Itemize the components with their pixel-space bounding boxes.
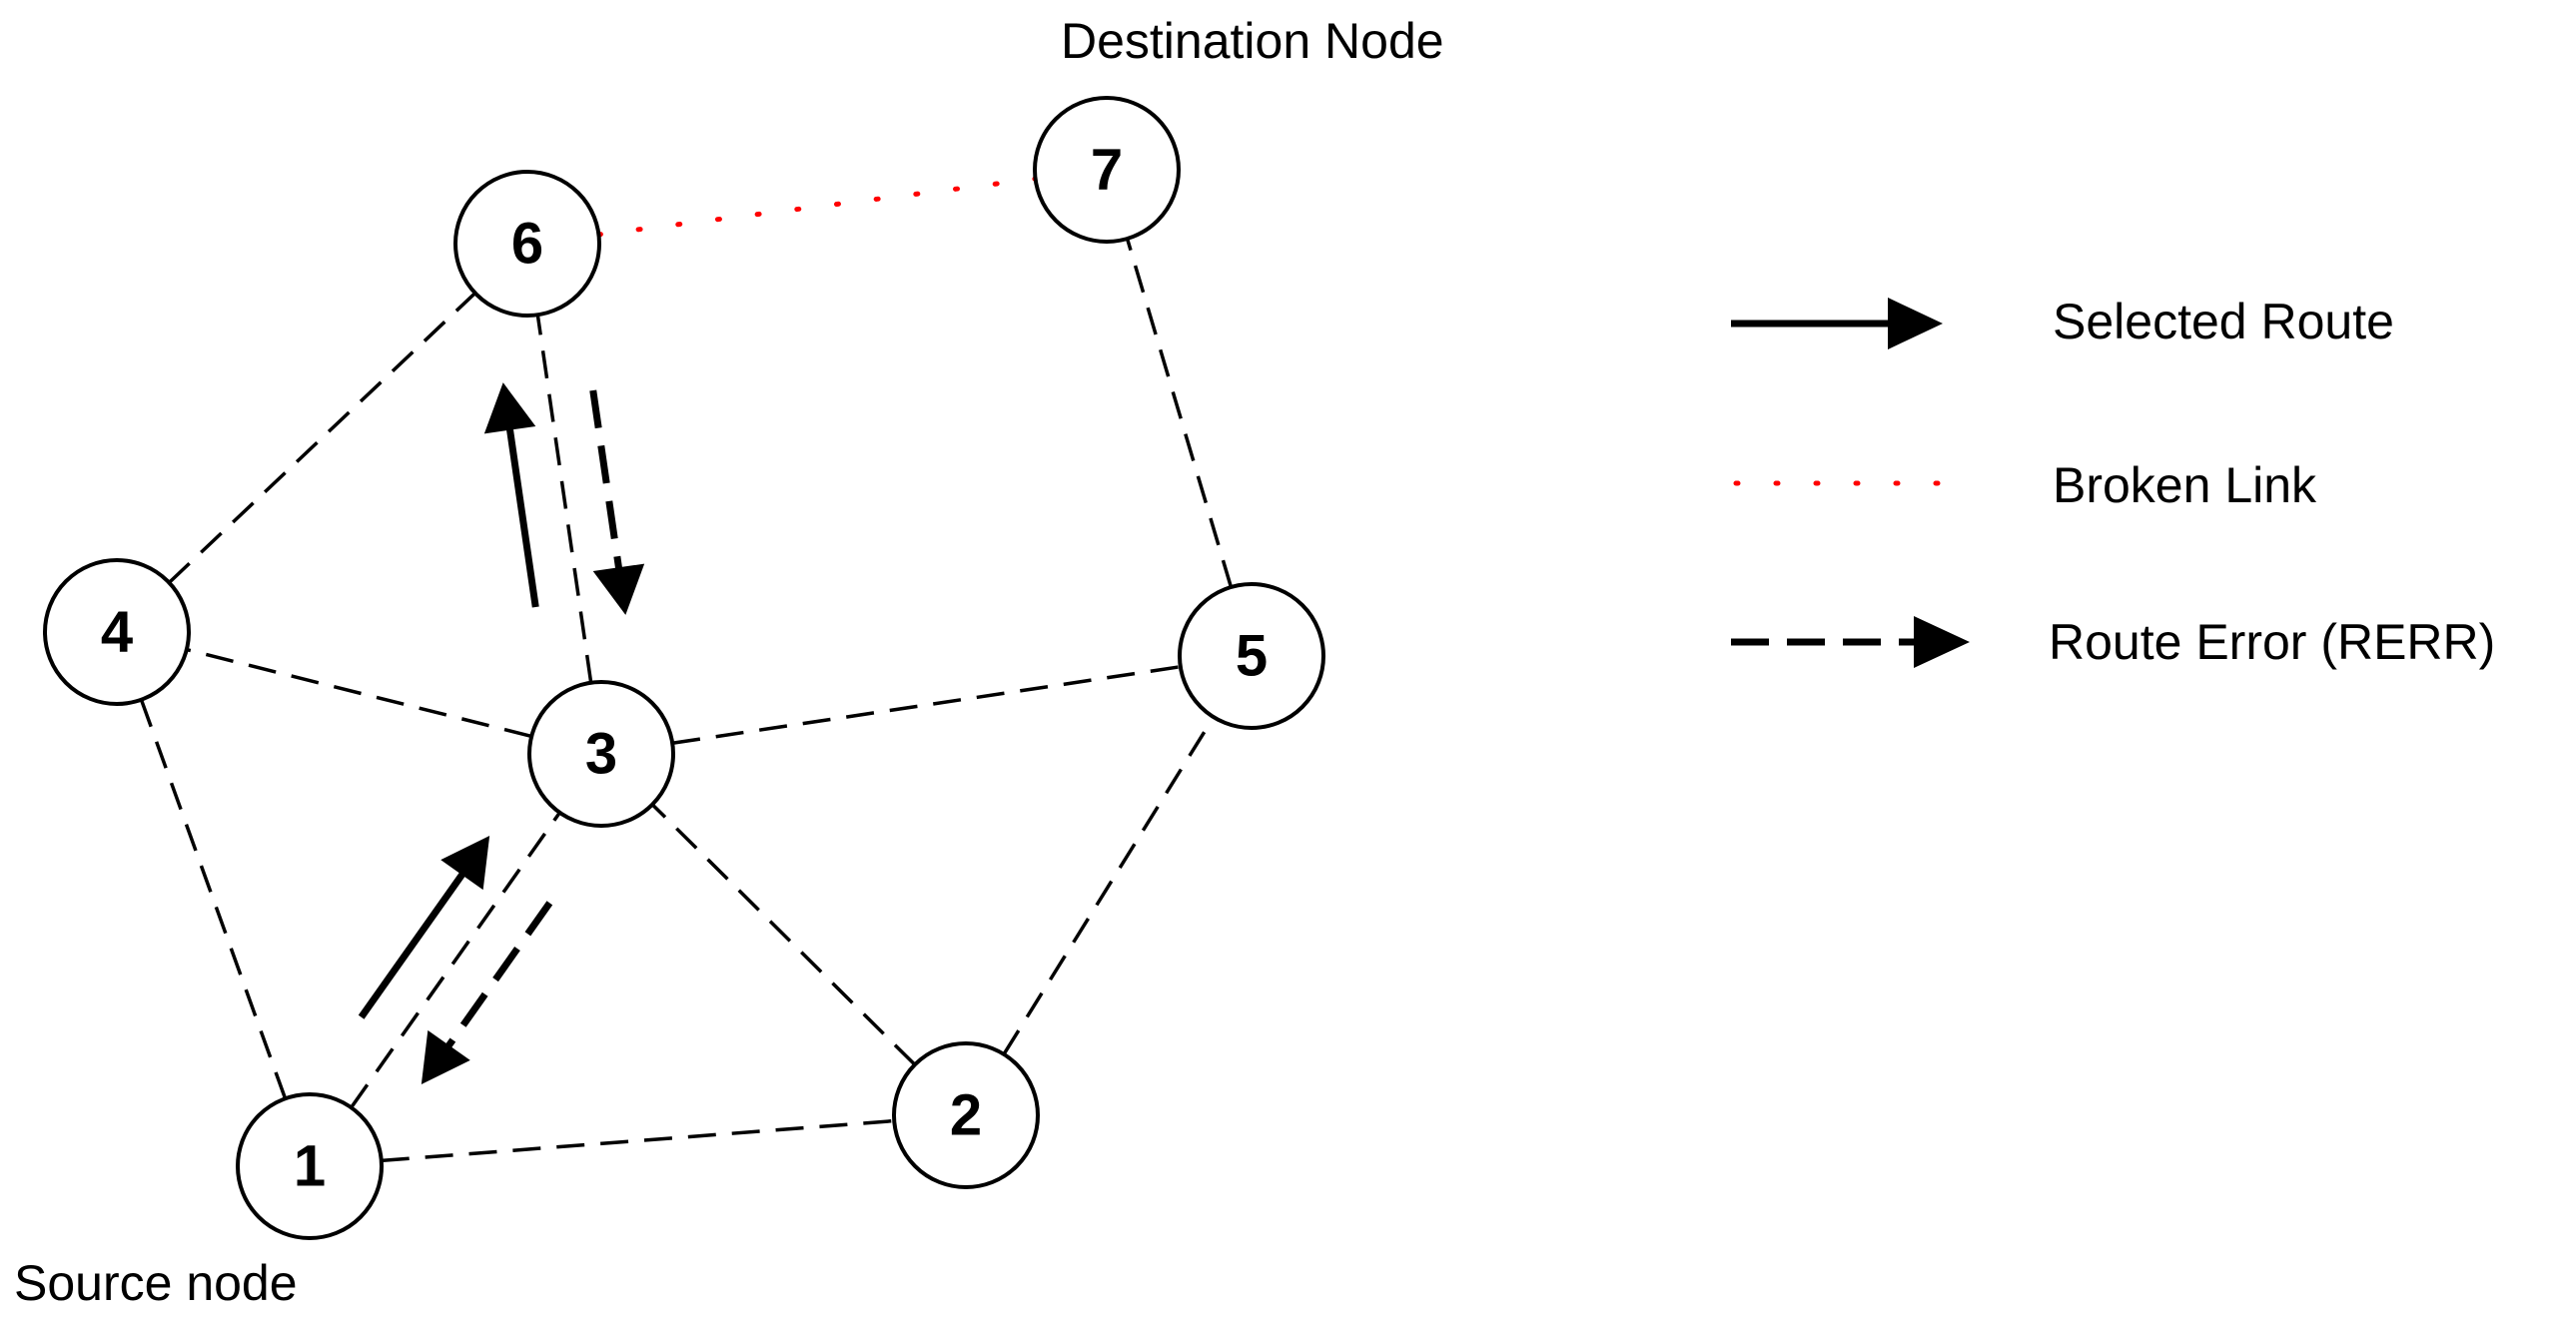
nodes: 1 2 3 4 5 6 7 (43, 96, 1325, 1240)
link-3-4 (186, 647, 532, 739)
legend-route-error-label: Route Error (RERR) (2049, 614, 2495, 670)
node-5-label: 5 (1236, 624, 1268, 689)
node-6-label: 6 (511, 212, 543, 277)
node-7: 7 (1033, 96, 1181, 244)
legend-selected-route-arrowhead (1888, 298, 1943, 349)
legend-selected-route: Selected Route (1731, 294, 2394, 349)
link-3-6 (535, 315, 593, 683)
node-5-circle (1178, 582, 1325, 730)
link-5-7 (1125, 238, 1234, 588)
legend-selected-route-label: Selected Route (2053, 294, 2394, 349)
node-1-circle (236, 1092, 384, 1240)
node-1-label: 1 (294, 1134, 326, 1199)
legend-broken-link: Broken Link (1733, 457, 2317, 513)
node-7-circle (1033, 96, 1181, 244)
node-4-label: 4 (101, 600, 133, 665)
link-1-2 (381, 1118, 895, 1163)
node-5: 5 (1178, 582, 1325, 730)
source-node-caption: Source node (14, 1255, 298, 1311)
selected-route-3-6-shaft (505, 425, 539, 608)
route-error-6-3-shaft (589, 389, 623, 572)
link-2-5 (1002, 716, 1216, 1055)
node-6: 6 (453, 170, 601, 318)
node-2: 2 (892, 1041, 1040, 1189)
node-2-circle (892, 1041, 1040, 1189)
selected-route-1-3-shaft (358, 869, 467, 1019)
route-error-3-1-shaft (443, 901, 553, 1051)
node-4-circle (43, 558, 191, 706)
legend-broken-link-label: Broken Link (2053, 457, 2317, 513)
route-error-3-1-arrowhead (421, 1029, 470, 1085)
route-error-6-3-arrowhead (592, 563, 645, 615)
node-7-label: 7 (1091, 138, 1123, 203)
link-2-3 (650, 803, 917, 1066)
legend-route-error-arrowhead (1914, 616, 1970, 668)
destination-node-caption: Destination Node (1061, 13, 1444, 69)
node-4: 4 (43, 558, 191, 706)
selected-route-1-3-arrowhead (440, 835, 490, 891)
node-2-label: 2 (950, 1083, 982, 1148)
node-3-label: 3 (585, 722, 617, 787)
node-6-circle (453, 170, 601, 318)
selected-route-3-6-arrowhead (483, 382, 536, 434)
link-1-4 (139, 699, 288, 1099)
node-3-circle (527, 680, 675, 828)
route-arrows (358, 382, 645, 1085)
node-1: 1 (236, 1092, 384, 1240)
legend: Selected Route Broken Link Route Error (… (1731, 294, 2495, 670)
link-6-7 (595, 176, 1039, 238)
links (139, 176, 1234, 1163)
link-3-5 (671, 664, 1182, 746)
link-4-6 (168, 292, 476, 584)
link-1-3 (350, 811, 561, 1109)
legend-route-error: Route Error (RERR) (1731, 614, 2495, 670)
node-3: 3 (527, 680, 675, 828)
